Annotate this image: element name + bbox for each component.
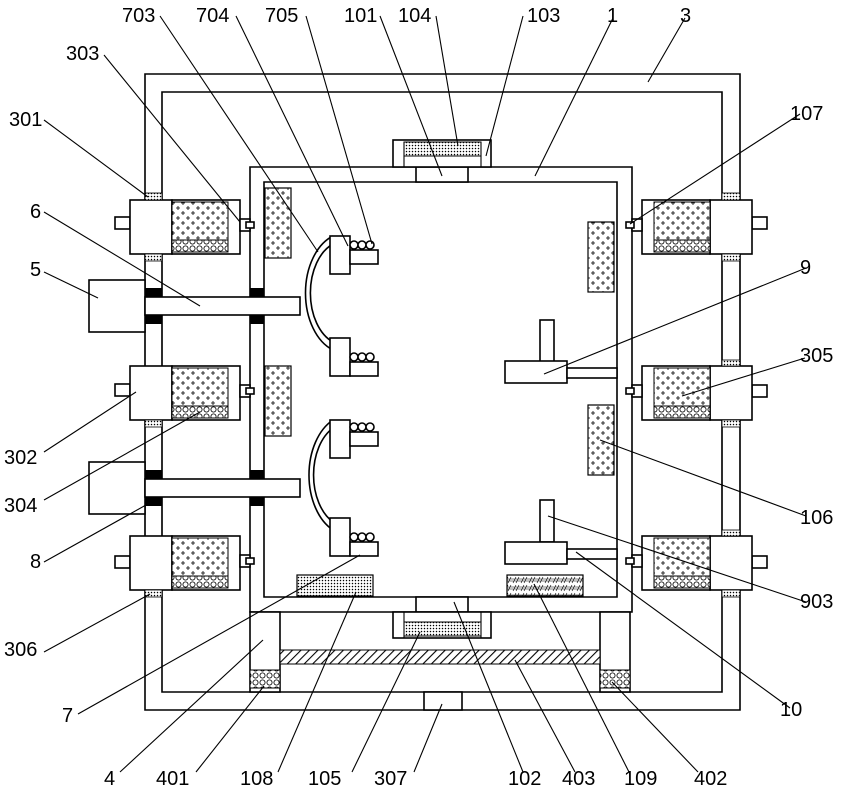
push-rod-lower	[89, 462, 300, 514]
label-3: 3	[680, 5, 691, 27]
label-305: 305	[800, 345, 833, 367]
label-703: 703	[122, 5, 155, 27]
label-107: 107	[790, 103, 823, 125]
left-cylinder-1	[115, 200, 254, 254]
label-903: 903	[800, 591, 833, 613]
label-307: 307	[374, 768, 407, 790]
label-7: 7	[62, 705, 73, 727]
pad-right	[507, 575, 583, 596]
clamp-upper	[305, 236, 378, 376]
push-rod-upper	[89, 280, 300, 332]
bottom-stub	[424, 692, 462, 710]
label-102: 102	[508, 768, 541, 790]
label-103: 103	[527, 5, 560, 27]
label-106: 106	[800, 507, 833, 529]
left-cylinder-2	[115, 366, 254, 420]
label-105: 105	[308, 768, 341, 790]
pad-left	[297, 575, 373, 596]
label-6: 6	[30, 201, 41, 223]
label-5: 5	[30, 259, 41, 281]
label-10: 10	[780, 699, 802, 721]
label-104: 104	[398, 5, 431, 27]
label-109: 109	[624, 768, 657, 790]
inner-housing	[250, 167, 632, 612]
label-8: 8	[30, 551, 41, 573]
inner-pads	[265, 188, 614, 475]
label-301: 301	[9, 109, 42, 131]
right-cylinder-2	[626, 366, 767, 420]
label-401: 401	[156, 768, 189, 790]
label-704: 704	[196, 5, 229, 27]
probe-lower	[505, 500, 617, 564]
label-705: 705	[265, 5, 298, 27]
label-304: 304	[4, 495, 37, 517]
right-cylinder-1	[626, 200, 767, 254]
label-402: 402	[694, 768, 727, 790]
label-101: 101	[344, 5, 377, 27]
label-9: 9	[800, 257, 811, 279]
label-302: 302	[4, 447, 37, 469]
label-108: 108	[240, 768, 273, 790]
left-cylinder-3	[115, 536, 254, 590]
label-306: 306	[4, 639, 37, 661]
label-403: 403	[562, 768, 595, 790]
clamp-lower	[309, 420, 378, 556]
label-4: 4	[104, 768, 115, 790]
label-1: 1	[607, 5, 618, 27]
label-303: 303	[66, 43, 99, 65]
bottom-mount	[393, 597, 491, 638]
